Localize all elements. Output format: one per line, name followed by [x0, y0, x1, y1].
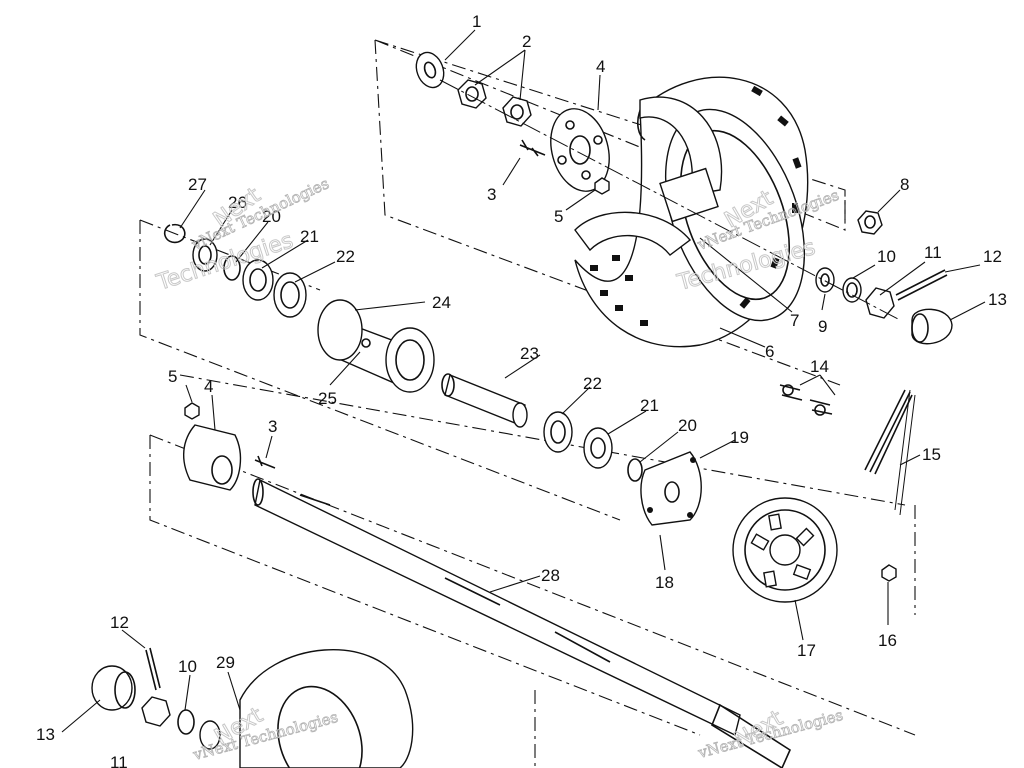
callout-26: 26 — [228, 193, 247, 212]
callout-21: 21 — [640, 396, 659, 415]
bearing-carrier-assembly — [163, 223, 916, 603]
callout-10: 10 — [877, 247, 896, 266]
callout-4: 4 — [596, 57, 605, 76]
callout-14: 14 — [810, 357, 829, 376]
callout-12-lower: 12 — [110, 613, 129, 632]
callout-24: 24 — [432, 293, 451, 312]
axle-and-lower-hub — [91, 402, 792, 768]
callout-22: 22 — [583, 374, 602, 393]
upper-wheel-assembly — [415, 51, 953, 348]
callout-28: 28 — [541, 566, 560, 585]
callout-10-lower: 10 — [178, 657, 197, 676]
callout-1: 1 — [472, 12, 481, 31]
callout-12: 12 — [983, 247, 1002, 266]
callout-20: 20 — [678, 416, 697, 435]
callout-8: 8 — [900, 175, 909, 194]
callout-5-lower: 5 — [168, 367, 177, 386]
callout-20-mid: 20 — [262, 207, 281, 226]
callout-11: 11 — [924, 243, 942, 262]
callout-25: 25 — [318, 389, 337, 408]
callout-11-lower: 11 — [110, 753, 128, 768]
callout-3: 3 — [487, 185, 496, 204]
callout-13: 13 — [988, 290, 1007, 309]
callout-19: 19 — [730, 428, 749, 447]
callout-7: 7 — [790, 311, 799, 330]
callout-23: 23 — [520, 344, 539, 363]
callout-15: 15 — [922, 445, 941, 464]
callout-4-lower: 4 — [204, 377, 213, 396]
callout-17: 17 — [797, 641, 816, 660]
callout-16: 16 — [878, 631, 897, 650]
callout-5: 5 — [554, 207, 563, 226]
callout-22-mid: 22 — [336, 247, 355, 266]
callout-21-mid: 21 — [300, 227, 319, 246]
callout-3-lower: 3 — [268, 417, 277, 436]
callout-29: 29 — [216, 653, 235, 672]
assembly-frames — [139, 39, 916, 768]
watermarks: vNext Technologies Technologies Next vNe… — [153, 174, 846, 765]
callout-18: 18 — [655, 573, 674, 592]
callout-13-lower: 13 — [36, 725, 55, 744]
callout-27: 27 — [188, 175, 207, 194]
callout-9: 9 — [818, 317, 827, 336]
callout-6: 6 — [765, 342, 774, 361]
leader-lines — [61, 29, 986, 733]
callout-2: 2 — [522, 32, 531, 51]
callout-numbers: 1 2 4 3 5 6 7 8 9 10 11 12 13 14 15 16 1… — [36, 12, 1007, 768]
